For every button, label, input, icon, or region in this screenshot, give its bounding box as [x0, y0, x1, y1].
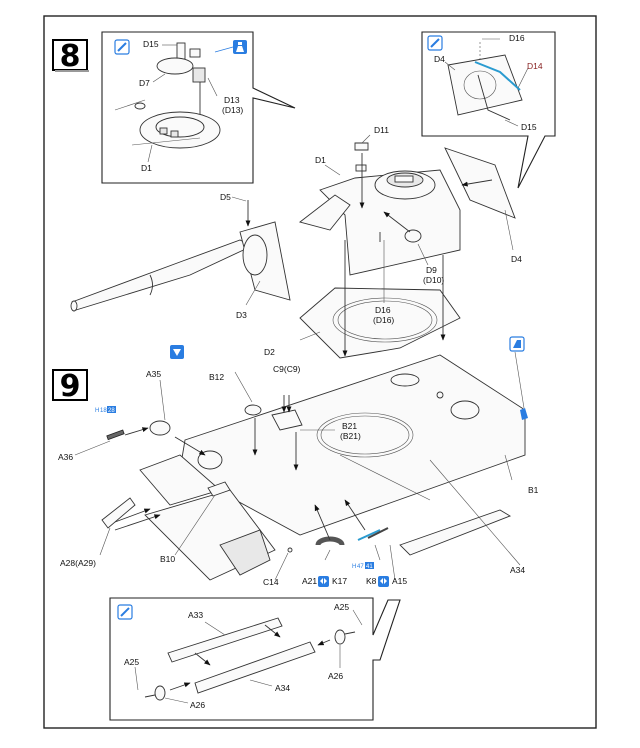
cut-sprue-icon: [170, 345, 184, 359]
label-d3: D3: [236, 310, 247, 320]
label-c14: C14: [263, 577, 279, 587]
label-d16: D16: [509, 33, 525, 43]
label-a28: A28(A29): [60, 558, 96, 568]
label-k17: K17: [332, 576, 347, 586]
label-c9: C9(C9): [273, 364, 301, 374]
label-d15: D15: [143, 39, 159, 49]
label-d5: D5: [220, 192, 231, 202]
turret-ring-plate: D16 (D16) D2: [264, 240, 461, 359]
step-number: 8: [60, 39, 81, 74]
label-d7: D7: [139, 78, 150, 88]
turret: D11 D1 D9 (D10) D4: [299, 125, 522, 285]
label-a33: A33: [188, 610, 203, 620]
label-a34: A34: [510, 565, 525, 575]
page-border: [43, 15, 597, 729]
label-a36: A36: [58, 452, 73, 462]
label-a35: A35: [146, 369, 161, 379]
front-plates: A35 A36 A28(A29) B10 C14 H 18 28: [58, 369, 293, 587]
label-b10: B10: [160, 554, 175, 564]
label-b12: B12: [209, 372, 224, 382]
label-k8: K8: [366, 576, 377, 586]
color-callout: H 18 28: [95, 406, 116, 414]
label-a26-right: A26: [328, 671, 343, 681]
gun-barrel: D5 D3: [70, 192, 291, 320]
tow-parts: H 47 41 A21 K17 K8 A15 A34: [302, 454, 525, 587]
photo-etch-icon: [509, 336, 525, 352]
step-9: 9 B12: [52, 336, 539, 721]
side-plate-inset: D16 D4 D14 D15: [421, 31, 556, 189]
label-a25-right: A25: [334, 602, 349, 612]
svg-text:41: 41: [366, 564, 373, 570]
label-d13: D13: [224, 95, 240, 105]
label-d9: D9: [426, 265, 437, 275]
svg-text:28: 28: [108, 408, 115, 414]
alternate-parts-icon: [378, 576, 389, 587]
label-a15: A15: [392, 576, 407, 586]
paint-brush-icon: [427, 35, 443, 51]
label-d1: D1: [141, 163, 152, 173]
alternate-parts-icon: [318, 576, 329, 587]
svg-text:18: 18: [100, 408, 107, 414]
color-callout: H 47 41: [352, 562, 374, 570]
label-d2: D2: [264, 347, 275, 357]
label-a26-left: A26: [190, 700, 205, 710]
hull: B12 C9(C9) B21 (B21) B1: [179, 351, 539, 536]
step-number: 9: [60, 369, 81, 404]
svg-text:H: H: [352, 564, 356, 570]
label-d1-main: D1: [315, 155, 326, 165]
label-b1: B1: [528, 485, 539, 495]
glue-bottle-icon: [233, 40, 247, 54]
svg-text:H: H: [95, 408, 99, 414]
label-b21: B21: [342, 421, 357, 431]
label-d10: (D10): [423, 275, 444, 285]
paint-brush-icon: [117, 604, 133, 620]
svg-text:47: 47: [357, 564, 364, 570]
label-a34-inset: A34: [275, 683, 290, 693]
step-9-number-box: 9: [52, 369, 88, 404]
label-d14: D14: [527, 61, 543, 71]
label-d4-main: D4: [511, 254, 522, 264]
label-b21-alt: (B21): [340, 431, 361, 441]
label-a25-left: A25: [124, 657, 139, 667]
tube-inset: A33 A25 A25 A26 A26 A34: [109, 597, 401, 721]
label-a21: A21: [302, 576, 317, 586]
label-d13-alt: (D13): [222, 105, 243, 115]
label-d15-inset: D15: [521, 122, 537, 132]
paint-brush-icon: [114, 39, 130, 55]
label-d16-alt: (D16): [373, 315, 394, 325]
label-d4: D4: [434, 54, 445, 64]
step-8: 8: [52, 31, 556, 359]
label-d11: D11: [374, 125, 389, 135]
label-d16-main: D16: [375, 305, 391, 315]
hatch-inset: D15 D7 D13 (D13) D1: [101, 31, 296, 184]
step-8-number-box: 8: [52, 39, 89, 74]
